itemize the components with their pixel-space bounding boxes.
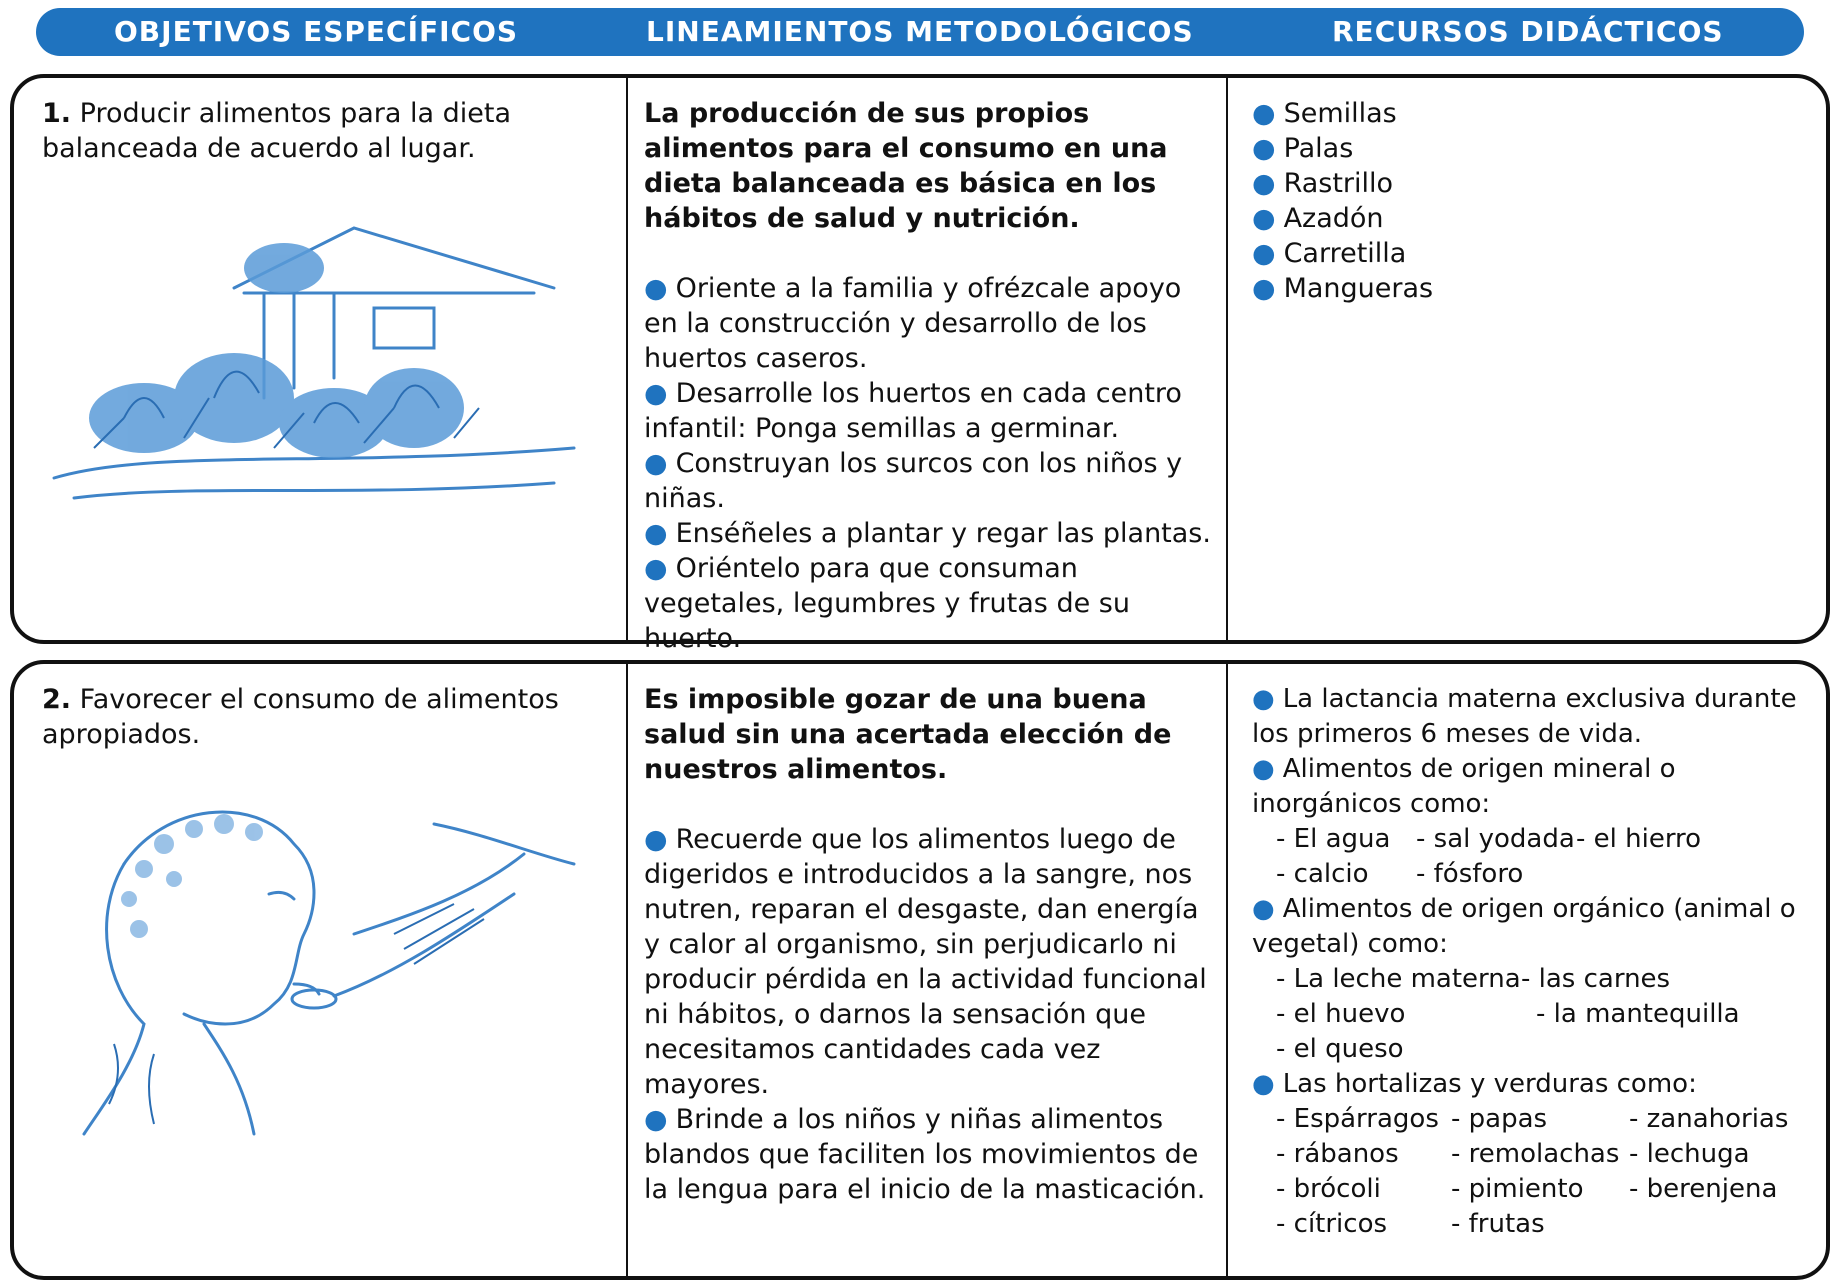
objective-cell-2: 2. Favorecer el consumo de alimentos apr… [42,682,622,752]
column-divider [626,78,628,640]
garden-illustration [52,226,576,500]
resource-item: ●Rastrillo [1252,168,1394,199]
resource-item: ●Mangueras [1252,273,1434,304]
resource-subitems: - Espárragos- papas- zanahorias [1276,1104,1789,1134]
table-row-1: 1. Producir alimentos para la dieta bala… [10,74,1830,654]
resources-cell-2: ●La lactancia materna exclusiva durante … [1252,682,1822,1242]
guideline-bullet: ●Construyan los surcos con los niños y n… [644,448,1183,514]
column-header-bar: OBJETIVOS ESPECÍFICOS LINEAMIENTOS METOD… [36,8,1804,56]
guideline-lead: Es imposible gozar de una buena salud si… [644,684,1172,785]
resource-item: ●Semillas [1252,98,1397,129]
guideline-lead: La producción de sus propios alimentos p… [644,98,1168,234]
column-divider [1226,664,1228,1276]
child-eating-illustration [82,810,576,1136]
resource-item: ●Las hortalizas y verduras como: [1252,1069,1697,1099]
resource-subitems: - cítricos- frutas [1276,1209,1545,1239]
resource-subitems: - el huevo- la mantequilla [1276,999,1740,1029]
guideline-bullet: ●Oriente a la familia y ofrézcale apoyo … [644,273,1182,374]
header-recursos: RECURSOS DIDÁCTICOS [1332,15,1724,48]
resource-subitems: - El agua- sal yodada- el hierro [1276,824,1702,854]
resource-item: ●Alimentos de origen mineral o inorgánic… [1252,754,1676,819]
resource-subitems: - rábanos- remolachas- lechuga [1276,1139,1750,1169]
resource-subitems: - calcio- fósforo [1276,859,1524,889]
objective-text: Producir alimentos para la dieta balance… [42,98,512,164]
guideline-bullet: ●Oriéntelo para que consuman vegetales, … [644,553,1130,654]
resource-subitems: - brócoli- pimiento- berenjena [1276,1174,1778,1204]
resources-cell-1: ●Semillas ●Palas ●Rastrillo ●Azadón ●Car… [1252,96,1822,306]
resource-item: ●Azadón [1252,203,1384,234]
resource-item: ●La lactancia materna exclusiva durante … [1252,684,1797,749]
objective-number: 1. [42,98,72,129]
guideline-bullet: ●Desarrolle los huertos en cada centro i… [644,378,1182,444]
resource-item: ●Alimentos de origen orgánico (animal o … [1252,894,1796,959]
header-lineamientos: LINEAMIENTOS METODOLÓGICOS [646,15,1194,48]
resource-item: ●Carretilla [1252,238,1407,269]
objective-number: 2. [42,684,72,715]
guidelines-cell-1: La producción de sus propios alimentos p… [644,96,1214,656]
table-row-2: 2. Favorecer el consumo de alimentos apr… [10,660,1830,1280]
guideline-bullet: ●Recuerde que los alimentos luego de dig… [644,824,1207,1100]
resource-subitems: - La leche materna- las carnes [1276,964,1671,994]
objective-text: Favorecer el consumo de alimentos apropi… [42,684,559,750]
column-divider [626,664,628,1276]
resource-item: ●Palas [1252,133,1354,164]
objective-cell-1: 1. Producir alimentos para la dieta bala… [42,96,622,166]
column-divider [1226,78,1228,640]
guideline-bullet: ●Enséñeles a plantar y regar las plantas… [644,518,1211,549]
guidelines-cell-2: Es imposible gozar de una buena salud si… [644,682,1214,1207]
header-objetivos: OBJETIVOS ESPECÍFICOS [114,15,519,48]
guideline-bullet: ●Brinde a los niños y niñas alimentos bl… [644,1104,1206,1205]
resource-subitems: - el queso [1276,1034,1404,1064]
